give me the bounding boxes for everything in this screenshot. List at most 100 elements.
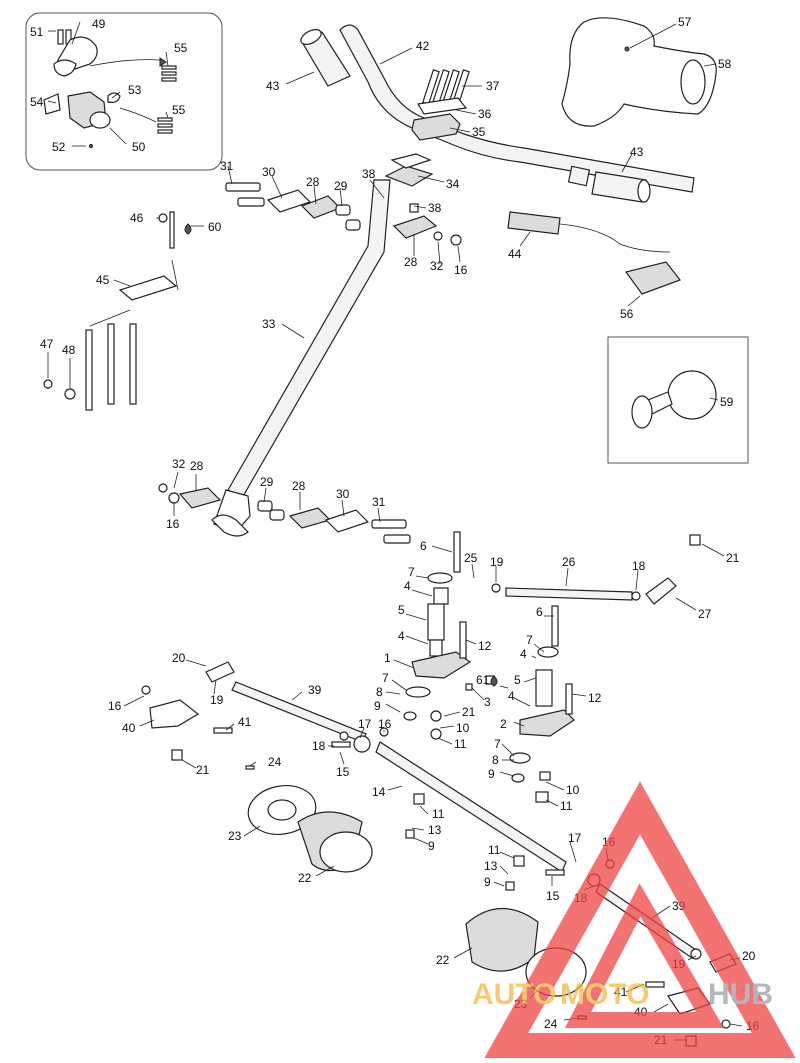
callout-5: 5 [514, 673, 521, 687]
callout-6: 6 [420, 539, 427, 553]
callout-52: 52 [52, 140, 66, 154]
steering-column [211, 179, 391, 537]
callout-28: 28 [292, 479, 306, 493]
callout-7: 7 [408, 565, 415, 579]
callout-10: 10 [456, 721, 470, 735]
callout-10: 10 [566, 783, 580, 797]
callout-35: 35 [472, 125, 486, 139]
callout-15: 15 [336, 765, 350, 779]
callout-15: 15 [546, 889, 560, 903]
callout-11: 11 [560, 799, 573, 813]
callout-16: 16 [108, 699, 122, 713]
throttle-parts [43, 211, 192, 411]
horn [631, 370, 717, 429]
watermark-brand-prefix: AUTO [472, 978, 556, 1011]
callout-9: 9 [488, 767, 495, 781]
callout-44: 44 [508, 247, 522, 261]
upper-clamp-parts [225, 153, 462, 246]
callout-4: 4 [520, 647, 527, 661]
seat [561, 17, 717, 127]
watermark-logo: AUTO MOTO HUB [472, 781, 797, 1059]
callout-50: 50 [132, 140, 146, 154]
callout-11: 11 [432, 807, 445, 821]
leader-lines [47, 21, 743, 1041]
callout-21: 21 [726, 551, 740, 565]
callout-56: 56 [620, 307, 634, 321]
callout-34: 34 [446, 177, 460, 191]
callout-4: 4 [398, 629, 405, 643]
lower-clamp-parts [158, 483, 411, 544]
callout-9: 9 [428, 839, 435, 853]
callout-28: 28 [306, 175, 320, 189]
callout-40: 40 [122, 721, 136, 735]
pitman-arm-2 [509, 605, 575, 803]
callout-45: 45 [96, 273, 110, 287]
callout-31: 31 [220, 159, 234, 173]
callout-18: 18 [632, 559, 646, 573]
horn-inset [607, 336, 749, 464]
callout-19: 19 [210, 693, 224, 707]
callout-37: 37 [486, 79, 500, 93]
callout-7: 7 [382, 671, 389, 685]
callout-20: 20 [172, 651, 186, 665]
callout-59: 59 [720, 395, 734, 409]
callout-29: 29 [260, 475, 274, 489]
callout-8: 8 [376, 685, 383, 699]
callout-53: 53 [128, 83, 142, 97]
callout-32: 32 [430, 259, 444, 273]
watermark-brand-suffix: HUB [708, 978, 773, 1011]
watermark-triangle-icon [483, 781, 797, 1059]
callout-38: 38 [428, 201, 442, 215]
watermark-brand-middle: MOTO [560, 978, 649, 1011]
callout-18: 18 [312, 739, 326, 753]
handlebar [300, 24, 695, 203]
callout-24: 24 [268, 755, 282, 769]
callout-17: 17 [568, 831, 582, 845]
callout-27: 27 [698, 607, 712, 621]
watermark-inner-triangle-icon [564, 883, 724, 1028]
callout-46: 46 [130, 211, 144, 225]
callout-7: 7 [526, 633, 533, 647]
callout-3: 3 [484, 695, 491, 709]
callout-57: 57 [678, 15, 692, 29]
callout-9: 9 [374, 699, 381, 713]
callout-13: 13 [484, 859, 498, 873]
callout-36: 36 [478, 107, 492, 121]
switch-parts [43, 29, 177, 148]
callout-58: 58 [718, 57, 732, 71]
callout-5: 5 [398, 603, 405, 617]
callout-16: 16 [378, 717, 392, 731]
callout-21: 21 [462, 705, 476, 719]
callout-30: 30 [262, 165, 276, 179]
callout-14: 14 [372, 785, 386, 799]
callout-30: 30 [336, 487, 350, 501]
callout-13: 13 [428, 823, 442, 837]
callout-16: 16 [454, 263, 468, 277]
callout-20: 20 [742, 949, 756, 963]
callout-24: 24 [544, 1017, 558, 1031]
callout-4: 4 [404, 579, 411, 593]
callout-43: 43 [266, 79, 280, 93]
callout-55: 55 [174, 41, 188, 55]
callout-16: 16 [166, 517, 180, 531]
clamp-bolts [411, 69, 470, 141]
callout-28: 28 [404, 255, 418, 269]
callout-31: 31 [372, 495, 386, 509]
callout-28: 28 [190, 459, 204, 473]
grip-heater [507, 211, 681, 295]
callout-4: 4 [508, 689, 515, 703]
callout-60: 60 [208, 220, 222, 234]
callout-8: 8 [492, 753, 499, 767]
callout-2: 2 [500, 717, 507, 731]
callout-47: 47 [40, 337, 54, 351]
fasteners [245, 534, 701, 1020]
callout-23: 23 [228, 829, 242, 843]
callout-32: 32 [172, 457, 186, 471]
drag-link-left [141, 661, 371, 761]
callout-54: 54 [30, 95, 44, 109]
callout-19: 19 [490, 555, 504, 569]
switch-assembly-inset [25, 12, 223, 171]
callout-38: 38 [362, 167, 376, 181]
callout-12: 12 [588, 691, 602, 705]
callout-12: 12 [478, 639, 492, 653]
